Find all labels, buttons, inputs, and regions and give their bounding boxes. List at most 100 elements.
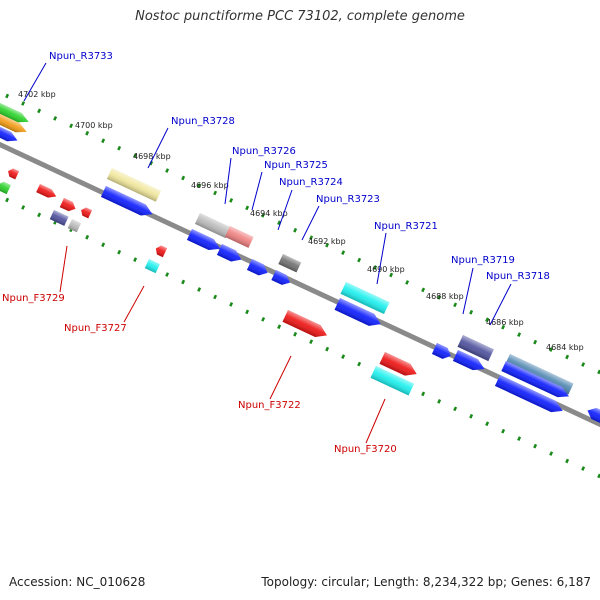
gene-feature: [36, 184, 57, 198]
tick-mark: [421, 391, 426, 397]
gene-leader-line: [123, 285, 145, 323]
gene-feature: [194, 213, 231, 239]
gene-feature: [8, 168, 20, 180]
tick-mark: [597, 473, 600, 479]
gene-feature: [59, 198, 76, 212]
tick-mark: [165, 168, 170, 173]
tick-mark: [101, 138, 106, 144]
reverse-gene-label: Npun_R3733: [49, 51, 113, 62]
tick-mark: [85, 234, 90, 240]
tick-mark: [117, 145, 122, 151]
gene-leader-line: [462, 267, 474, 315]
tick-mark: [581, 362, 586, 367]
gene-feature: [155, 245, 168, 258]
gene-feature: [379, 352, 417, 376]
kbp-label: 4702 kbp: [18, 90, 56, 99]
gene-feature: [494, 375, 563, 413]
tick-mark: [389, 272, 394, 278]
gene-leader-line: [489, 283, 512, 326]
gene-feature: [67, 219, 82, 233]
tick-mark: [565, 458, 570, 464]
reverse-gene-label: Npun_R3725: [264, 160, 328, 171]
gene-feature: [0, 181, 11, 195]
tick-mark: [117, 249, 122, 255]
tick-mark: [357, 257, 362, 263]
reverse-gene-label: Npun_R3724: [279, 177, 343, 188]
tick-mark: [245, 309, 250, 315]
kbp-label: 4690 kbp: [367, 265, 405, 274]
tick-mark: [533, 443, 538, 449]
gene-leader-line: [376, 232, 387, 285]
gene-leader-line: [365, 398, 386, 444]
tick-mark: [325, 242, 330, 248]
tick-mark: [133, 257, 138, 262]
tick-mark: [309, 235, 314, 241]
tick-mark: [21, 101, 26, 106]
tick-mark: [373, 265, 378, 270]
tick-mark: [421, 287, 426, 293]
accession-text: Accession: NC_010628: [9, 575, 146, 589]
gene-feature: [0, 113, 27, 133]
tick-mark: [5, 197, 10, 203]
gene-feature: [334, 298, 381, 326]
reverse-gene-label: Npun_R3718: [486, 271, 550, 282]
reverse-gene-label: Npun_R3726: [232, 146, 296, 157]
tick-mark: [565, 354, 570, 360]
map-title: Nostoc punctiforme PCC 73102, complete g…: [135, 9, 465, 24]
kbp-label: 4696 kbp: [191, 181, 229, 190]
tick-mark: [37, 212, 42, 218]
forward-gene-label: Npun_F3727: [64, 323, 127, 334]
gene-feature: [340, 282, 390, 315]
tick-mark: [325, 346, 330, 352]
kbp-label: 4698 kbp: [133, 152, 171, 161]
gene-leader-line: [251, 171, 263, 211]
tick-mark: [229, 198, 234, 203]
tick-mark: [277, 324, 282, 330]
gene-feature: [100, 186, 153, 216]
tick-mark: [341, 354, 346, 359]
gene-feature: [501, 361, 569, 398]
tick-mark: [37, 108, 42, 114]
tick-mark: [517, 332, 522, 337]
gene-feature: [144, 259, 160, 274]
tick-mark: [469, 309, 474, 315]
tick-mark: [437, 295, 442, 300]
tick-mark: [133, 153, 138, 158]
tick-mark: [437, 399, 442, 404]
gene-feature: [271, 270, 290, 285]
tick-mark: [485, 421, 490, 427]
gene-feature: [0, 125, 18, 142]
forward-gene-label: Npun_F3720: [334, 444, 397, 455]
gene-leader-line: [224, 157, 232, 205]
gene-leader-line: [59, 245, 68, 293]
tick-mark: [581, 466, 586, 471]
forward-gene-label: Npun_F3729: [2, 293, 65, 304]
tick-mark: [197, 183, 202, 188]
gene-feature: [431, 343, 451, 359]
tick-mark: [501, 324, 506, 330]
tick-mark: [5, 93, 10, 99]
gene-feature: [246, 259, 268, 276]
gene-leader-line: [269, 355, 292, 400]
tick-mark: [549, 451, 554, 456]
gene-leader-line: [277, 189, 293, 231]
tick-mark: [213, 190, 218, 196]
gene-feature: [504, 354, 574, 395]
tick-mark: [517, 436, 522, 441]
tick-mark: [53, 116, 58, 121]
kbp-label: 4692 kbp: [308, 237, 346, 246]
gene-feature: [457, 335, 494, 362]
forward-gene-label: Npun_F3722: [238, 400, 301, 411]
tick-mark: [197, 287, 202, 292]
kbp-label: 4700 kbp: [75, 121, 113, 130]
tick-mark: [181, 279, 186, 285]
gene-feature: [216, 244, 242, 262]
gene-leader-line: [23, 62, 47, 102]
tick-mark: [597, 369, 600, 375]
reverse-gene-label: Npun_R3719: [451, 255, 515, 266]
gene-feature: [224, 226, 254, 248]
gene-feature: [370, 366, 415, 396]
tick-mark: [261, 212, 266, 218]
